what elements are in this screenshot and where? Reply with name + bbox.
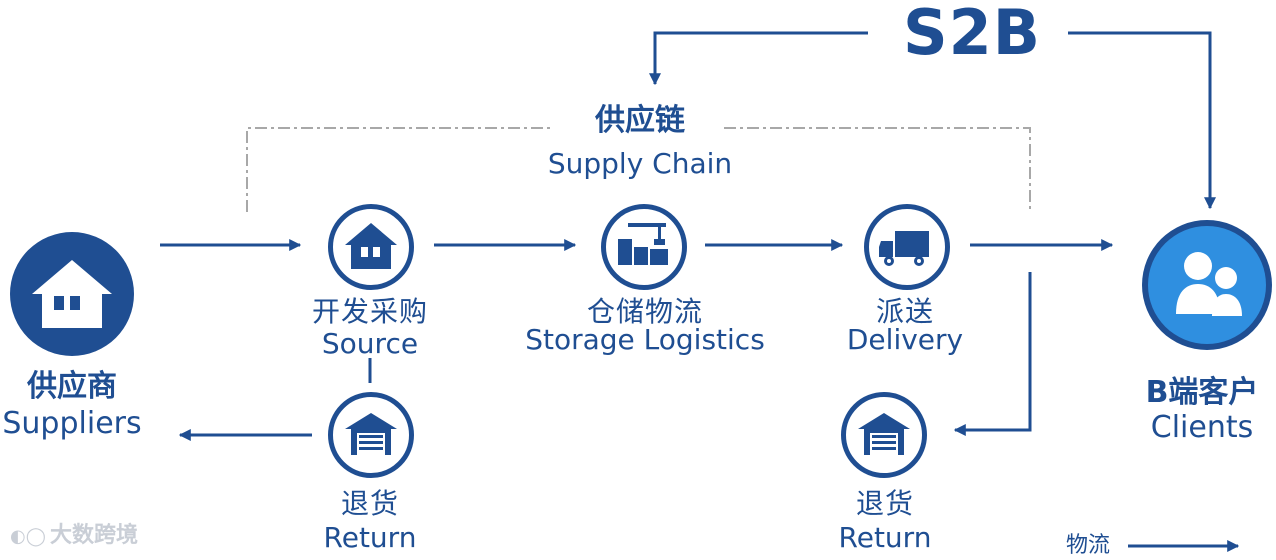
return-right-node (841, 392, 927, 478)
source-label-zh: 开发采购 (311, 295, 428, 328)
s2b-title: S2B (902, 0, 1042, 69)
watermark-logo-icon: ◐◯ (10, 526, 46, 547)
suppliers-node (10, 232, 134, 356)
supply-chain-label-en: Supply Chain (547, 147, 733, 180)
return-left-node (328, 392, 414, 478)
clients-node (1142, 220, 1272, 350)
clients-label-zh: B端客户 (1145, 375, 1259, 410)
return-right-label-zh: 退货 (855, 487, 914, 520)
return-left-label-zh: 退货 (340, 487, 399, 520)
source-node (328, 204, 414, 290)
legend-label: 物流 (1066, 533, 1111, 558)
clients-label-en: Clients (1150, 410, 1254, 445)
garage-icon (345, 413, 397, 455)
garage-icon (858, 413, 910, 455)
source-label-en: Source (321, 327, 419, 360)
house-icon (32, 260, 112, 328)
watermark: ◐◯大数跨境 (10, 522, 138, 551)
delivery-node (864, 204, 950, 290)
supply-chain-label-zh: 供应链 (595, 103, 685, 138)
return-left-label-en: Return (323, 521, 417, 554)
return-right-label-en: Return (838, 521, 932, 554)
warehouse-crane-icon (618, 223, 668, 265)
users-icon (1176, 252, 1242, 316)
s2b-arrow-right (1068, 31, 1216, 210)
delivery-label-zh: 派送 (875, 295, 934, 328)
suppliers-label-en: Suppliers (2, 406, 142, 441)
return-arrow-from-clients (953, 272, 1032, 436)
truck-icon (879, 231, 929, 266)
s2b-arrow-left (649, 31, 868, 86)
suppliers-label-zh: 供应商 (27, 369, 117, 404)
watermark-text: 大数跨境 (50, 523, 139, 548)
storage-label-zh: 仓储物流 (586, 295, 703, 328)
house-icon (345, 223, 397, 269)
supply-chain-bracket (246, 127, 1031, 212)
delivery-label-en: Delivery (846, 323, 964, 356)
storage-label-en: Storage Logistics (525, 323, 765, 356)
storage-node (601, 204, 687, 290)
